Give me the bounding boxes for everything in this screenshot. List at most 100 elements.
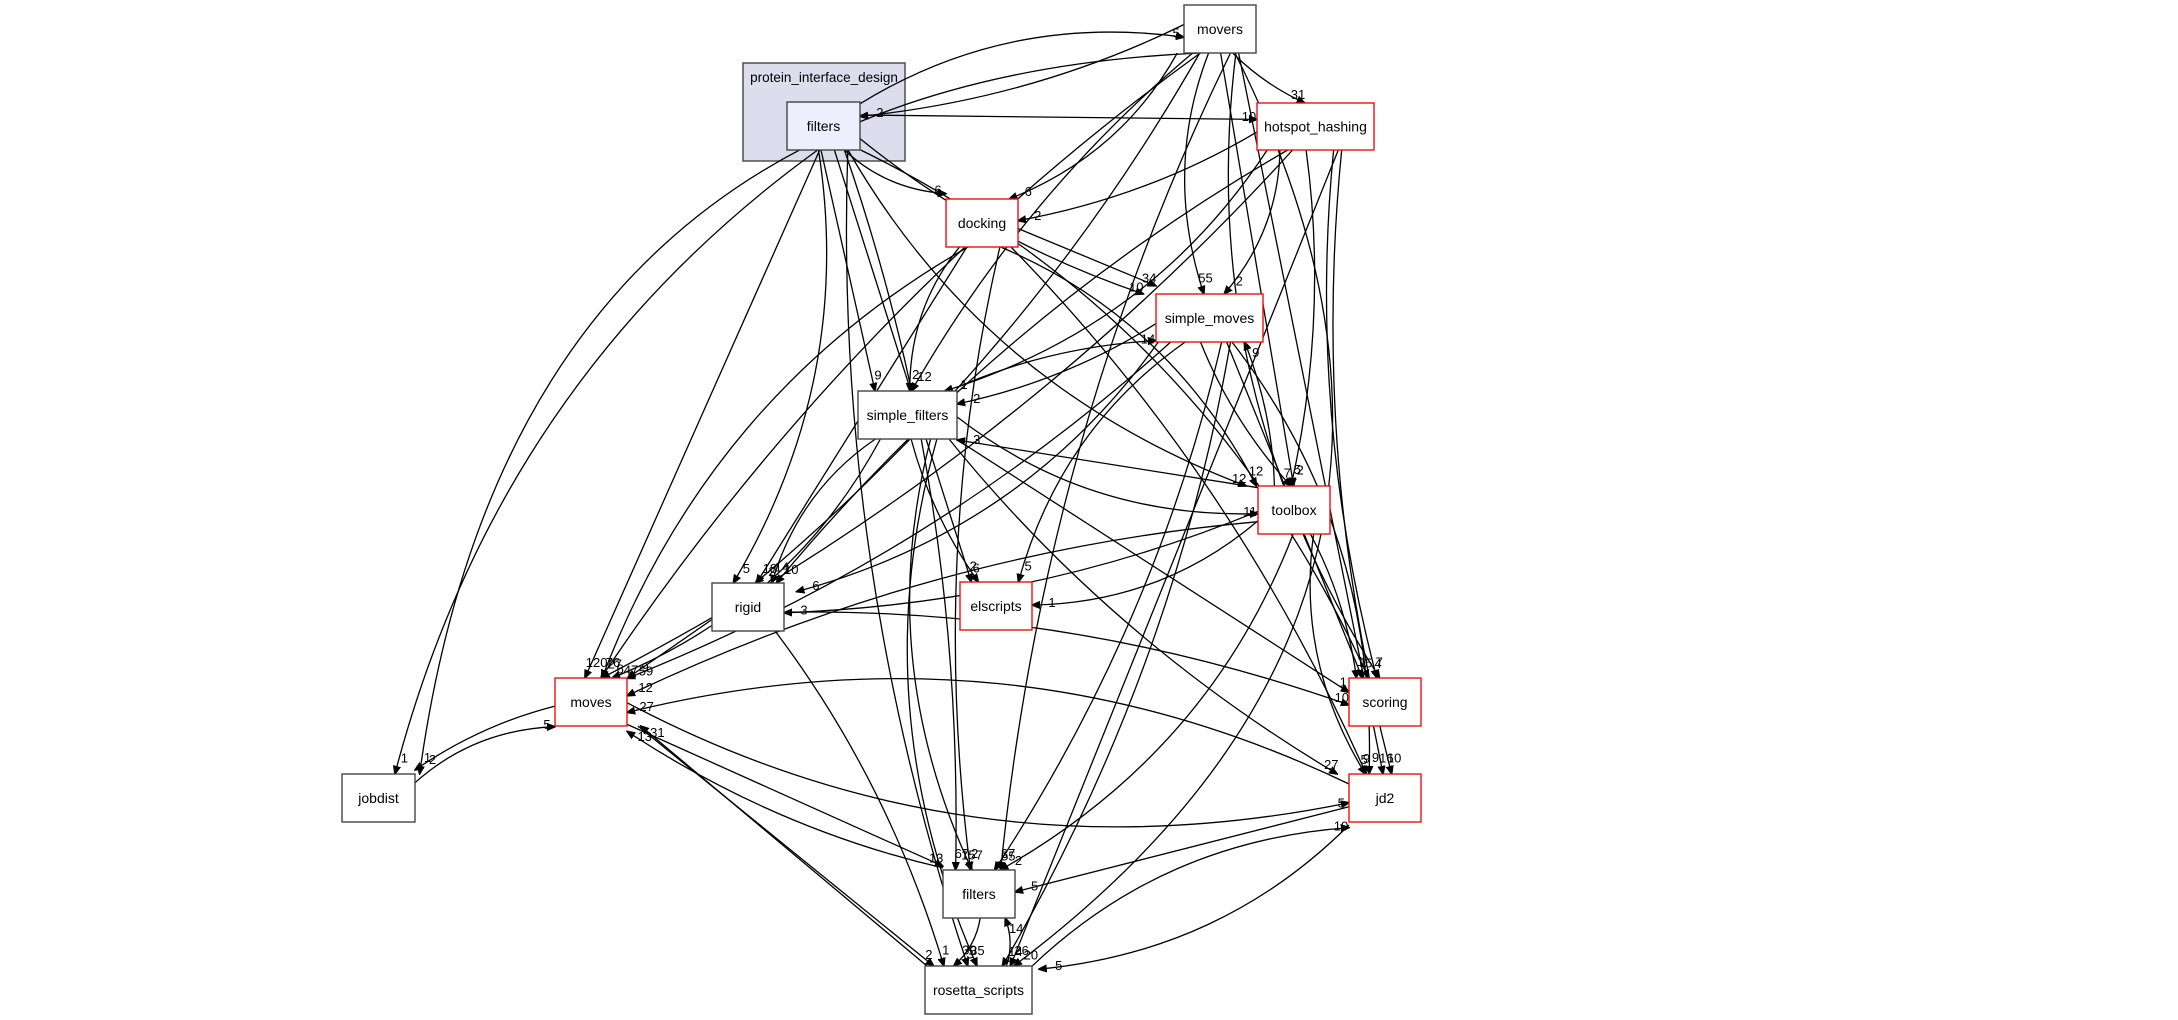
edge-label[interactable]: 6 (934, 183, 941, 198)
edge-simple_filters-to-filters[interactable] (908, 438, 972, 870)
node-elscripts[interactable]: elscripts (959, 581, 1033, 631)
edge-label[interactable]: 2 (925, 947, 932, 962)
node-hotspot-hashing[interactable]: hotspot_hashing (1256, 102, 1375, 151)
edge-label[interactable]: 14 (1008, 944, 1022, 959)
edge-label[interactable]: 6 (617, 662, 624, 677)
edge-label[interactable]: 13 (637, 729, 651, 744)
edge-rigid-to-moves[interactable] (628, 618, 713, 679)
edge-simple_filters-to-jd2[interactable] (948, 438, 1337, 774)
node-movers[interactable]: movers (1183, 4, 1257, 54)
edge-label[interactable]: 26 (1014, 943, 1028, 958)
edge-label[interactable]: 34 (1142, 271, 1156, 286)
edge-label[interactable]: 5 (1055, 958, 1062, 973)
edge-label[interactable]: 20 (1024, 948, 1038, 963)
edge-label[interactable]: 12 (917, 369, 931, 384)
edge-label[interactable]: 2 (1015, 853, 1022, 868)
edge-label[interactable]: 35 (970, 943, 984, 958)
node-jobdist[interactable]: jobdist (341, 773, 416, 823)
edge-docking-to-filters[interactable] (954, 246, 1001, 870)
edge-movers-to-jd2[interactable] (1237, 52, 1384, 774)
edge-label[interactable]: 10 (784, 562, 798, 577)
edge-label[interactable]: 1 (401, 751, 408, 766)
edge-label[interactable]: 2 (1034, 208, 1041, 223)
edge-hotspot_hashing-to-simple_filters[interactable] (945, 149, 1268, 391)
edge-pid_filters-to-hotspot_hashing[interactable] (859, 114, 1257, 119)
edge-hotspot_hashing-to-rigid[interactable] (776, 149, 1289, 583)
edge-label[interactable]: 9 (874, 367, 881, 382)
edge-label[interactable]: 2 (876, 105, 883, 120)
node-docking[interactable]: docking (945, 198, 1019, 248)
node-scoring[interactable]: scoring (1348, 677, 1422, 727)
edge-hotspot_hashing-to-rosetta_scripts[interactable] (1010, 149, 1339, 966)
edge-simple_filters-to-elscripts[interactable] (910, 438, 978, 582)
edge-label[interactable]: 13 (929, 851, 943, 866)
edge-label[interactable]: 59 (639, 663, 653, 678)
edge-movers-to-pid_filters[interactable] (860, 23, 1185, 117)
edge-label[interactable]: 12 (1232, 471, 1246, 486)
node-moves[interactable]: moves (554, 677, 628, 727)
edge-label[interactable]: 10 (1335, 690, 1349, 705)
edge-label[interactable]: 157 (961, 847, 983, 862)
edge-label[interactable]: 11 (1243, 504, 1257, 519)
edge-pid_filters-to-toolbox[interactable] (847, 149, 1246, 486)
edge-label[interactable]: 7 (1376, 655, 1383, 670)
edge-label[interactable]: 2 (1236, 273, 1243, 288)
edge-label[interactable]: 9 (1363, 751, 1370, 766)
node-rosetta-scripts[interactable]: rosetta_scripts (924, 965, 1033, 1015)
edge-label[interactable]: 67 (955, 846, 969, 861)
edge-jd2-to-rosetta_scripts[interactable] (1039, 824, 1350, 969)
edge-label[interactable]: 12 (1249, 464, 1263, 479)
edge-moves-to-jobdist[interactable] (415, 705, 556, 770)
edge-toolbox-to-simple_moves[interactable] (1245, 342, 1276, 487)
edge-label[interactable]: 5 (1172, 25, 1179, 40)
edge-label[interactable]: 2 (912, 367, 919, 382)
edge-label[interactable]: 1 (1357, 654, 1364, 669)
edge-pid_filters-to-filters[interactable] (843, 149, 956, 870)
edge-pid_filters-to-elscripts[interactable] (833, 149, 971, 582)
edge-label[interactable]: 31 (1291, 87, 1305, 102)
edge-label[interactable]: 3 (800, 602, 807, 617)
edge-toolbox-to-simple_filters[interactable] (957, 440, 1259, 489)
edge-label[interactable]: 2 (768, 564, 775, 579)
edge-label[interactable]: 27 (639, 699, 653, 714)
edge-label[interactable]: 10 (1334, 819, 1348, 834)
edge-jd2-to-filters[interactable] (1015, 806, 1350, 892)
edge-pid_filters-to-rigid[interactable] (733, 149, 828, 583)
edge-label[interactable]: 30 (962, 943, 976, 958)
node-pid-filters[interactable]: filters (786, 101, 861, 151)
edge-label[interactable]: 1 (1359, 655, 1366, 670)
edge-simple_moves-to-toolbox[interactable] (1199, 341, 1291, 486)
edge-simple_moves-to-rigid[interactable] (796, 341, 1159, 592)
edge-moves-to-rosetta_scripts[interactable] (637, 725, 934, 966)
edge-label[interactable]: 18 (763, 561, 777, 576)
edge-docking-to-toolbox[interactable] (1000, 246, 1257, 486)
edge-label[interactable]: 14 (775, 560, 789, 575)
edge-label[interactable]: 6 (1025, 184, 1032, 199)
edge-simple_moves-to-filters[interactable] (995, 341, 1223, 870)
edge-label[interactable]: 5 (1031, 878, 1038, 893)
edge-movers-to-simple_moves[interactable] (1183, 52, 1210, 294)
edge-label[interactable]: 31 (650, 725, 664, 740)
edge-movers-to-filters[interactable] (1001, 52, 1232, 870)
edge-rigid-to-scoring[interactable] (783, 611, 1349, 705)
edge-filters-to-rosetta_scripts[interactable] (954, 917, 981, 966)
edge-label[interactable]: 5 (1338, 796, 1345, 811)
edge-label[interactable]: 120 (586, 655, 608, 670)
edge-label[interactable]: 37 (1001, 846, 1015, 861)
edge-movers-to-jobdist[interactable] (420, 52, 1202, 774)
edge-label[interactable]: 10 (1129, 280, 1143, 295)
edge-label[interactable]: 2 (971, 846, 978, 861)
edge-simple_filters-to-toolbox[interactable] (956, 416, 1258, 514)
edge-label[interactable]: 5 (743, 561, 750, 576)
edge-toolbox-to-elscripts[interactable] (1032, 520, 1259, 605)
edge-label[interactable]: 9 (1372, 750, 1379, 765)
edge-label[interactable]: 1 (960, 377, 967, 392)
edge-label[interactable]: 9 (1252, 345, 1259, 360)
node-filters[interactable]: filters (942, 869, 1016, 919)
edge-label[interactable]: 3 (973, 432, 980, 447)
edge-label[interactable]: 55 (1198, 271, 1212, 286)
edge-movers-to-rosetta_scripts[interactable] (1014, 52, 1334, 966)
edge-movers-to-rigid[interactable] (755, 52, 1201, 583)
edge-simple_moves-to-rosetta_scripts[interactable] (1002, 341, 1232, 966)
edge-label[interactable]: 2 (429, 752, 436, 767)
